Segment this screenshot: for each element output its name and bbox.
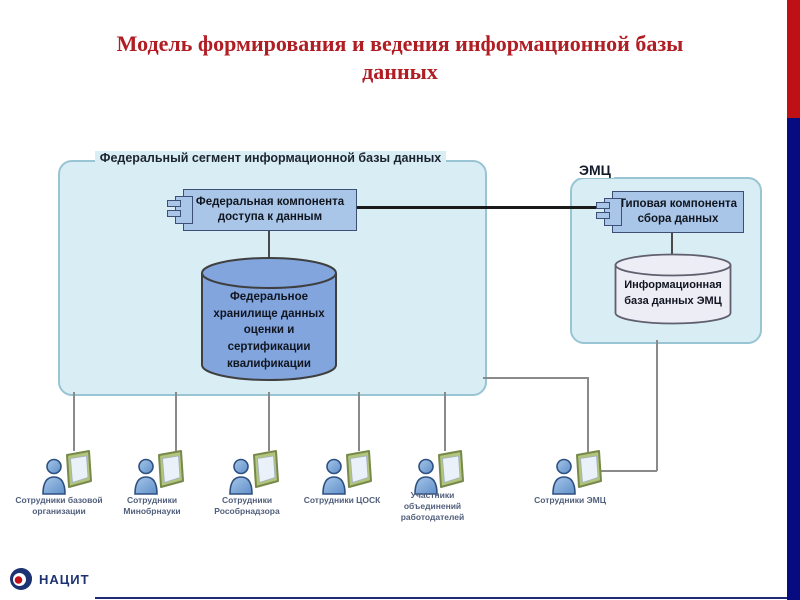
- actor-label: Сотрудники Рособрнадзора: [214, 495, 280, 517]
- user-workstation-icon: [42, 450, 92, 495]
- connector-actor-4: [358, 392, 360, 451]
- emc-segment-title: ЭМЦ: [576, 162, 614, 178]
- connector-federal-emcstaff-h: [483, 377, 588, 379]
- emc-collect-component: Типовая компонента сбора данных: [596, 191, 744, 233]
- user-workstation-icon: [322, 450, 372, 495]
- emc-database-cylinder-icon: [614, 253, 732, 325]
- connector-actor-2: [175, 392, 177, 451]
- connector-emc-emcstaff-h: [601, 470, 657, 472]
- connector-actor-1: [73, 392, 75, 451]
- actor-label: Сотрудники ЭМЦ: [534, 495, 606, 505]
- logo-swirl-icon: [10, 568, 32, 590]
- emc-collect-component-label: Типовая компонента сбора данных: [618, 198, 738, 225]
- accent-bar-navy: [787, 118, 800, 600]
- federal-storage-label: Федеральное хранилище данных оценки и се…: [213, 291, 325, 370]
- federal-access-component: Федеральная компонента доступа к данным: [167, 189, 357, 231]
- user-workstation-icon: [229, 450, 279, 495]
- actor-label: Сотрудники ЦОСК: [303, 495, 381, 505]
- nacit-logo: НАЦИТ: [8, 566, 90, 592]
- accent-bar-red: [787, 0, 800, 118]
- user-workstation-icon: [414, 450, 464, 495]
- connector-emc-emcstaff-v: [656, 340, 658, 471]
- federal-storage-cylinder-icon: [201, 257, 337, 381]
- connector-federal-emcstaff-v: [587, 377, 589, 452]
- federal-segment-title: Федеральный сегмент информационной базы …: [58, 151, 483, 165]
- connector-emc-component-database: [671, 231, 673, 256]
- footer-rule: [95, 597, 787, 599]
- connector-actor-5: [444, 392, 446, 451]
- actor-label: Участники объединений работодателей: [400, 490, 465, 523]
- component-icon: [167, 196, 193, 224]
- actor-label: Сотрудники базовой организации: [15, 495, 103, 517]
- connector-fed-component-storage: [268, 229, 270, 258]
- connector-actor-3: [268, 392, 270, 451]
- slide-title: Модель формирования и ведения информацио…: [116, 31, 684, 84]
- user-workstation-icon: [552, 450, 602, 495]
- logo-text: НАЦИТ: [39, 571, 90, 587]
- actor-label: Сотрудники Минобрнауки: [123, 495, 181, 517]
- connector-components: [355, 206, 596, 209]
- federal-access-component-label: Федеральная компонента доступа к данным: [195, 196, 345, 223]
- emc-database-label: Информационная база данных ЭМЦ: [624, 279, 722, 307]
- user-workstation-icon: [134, 450, 184, 495]
- component-icon: [596, 198, 622, 226]
